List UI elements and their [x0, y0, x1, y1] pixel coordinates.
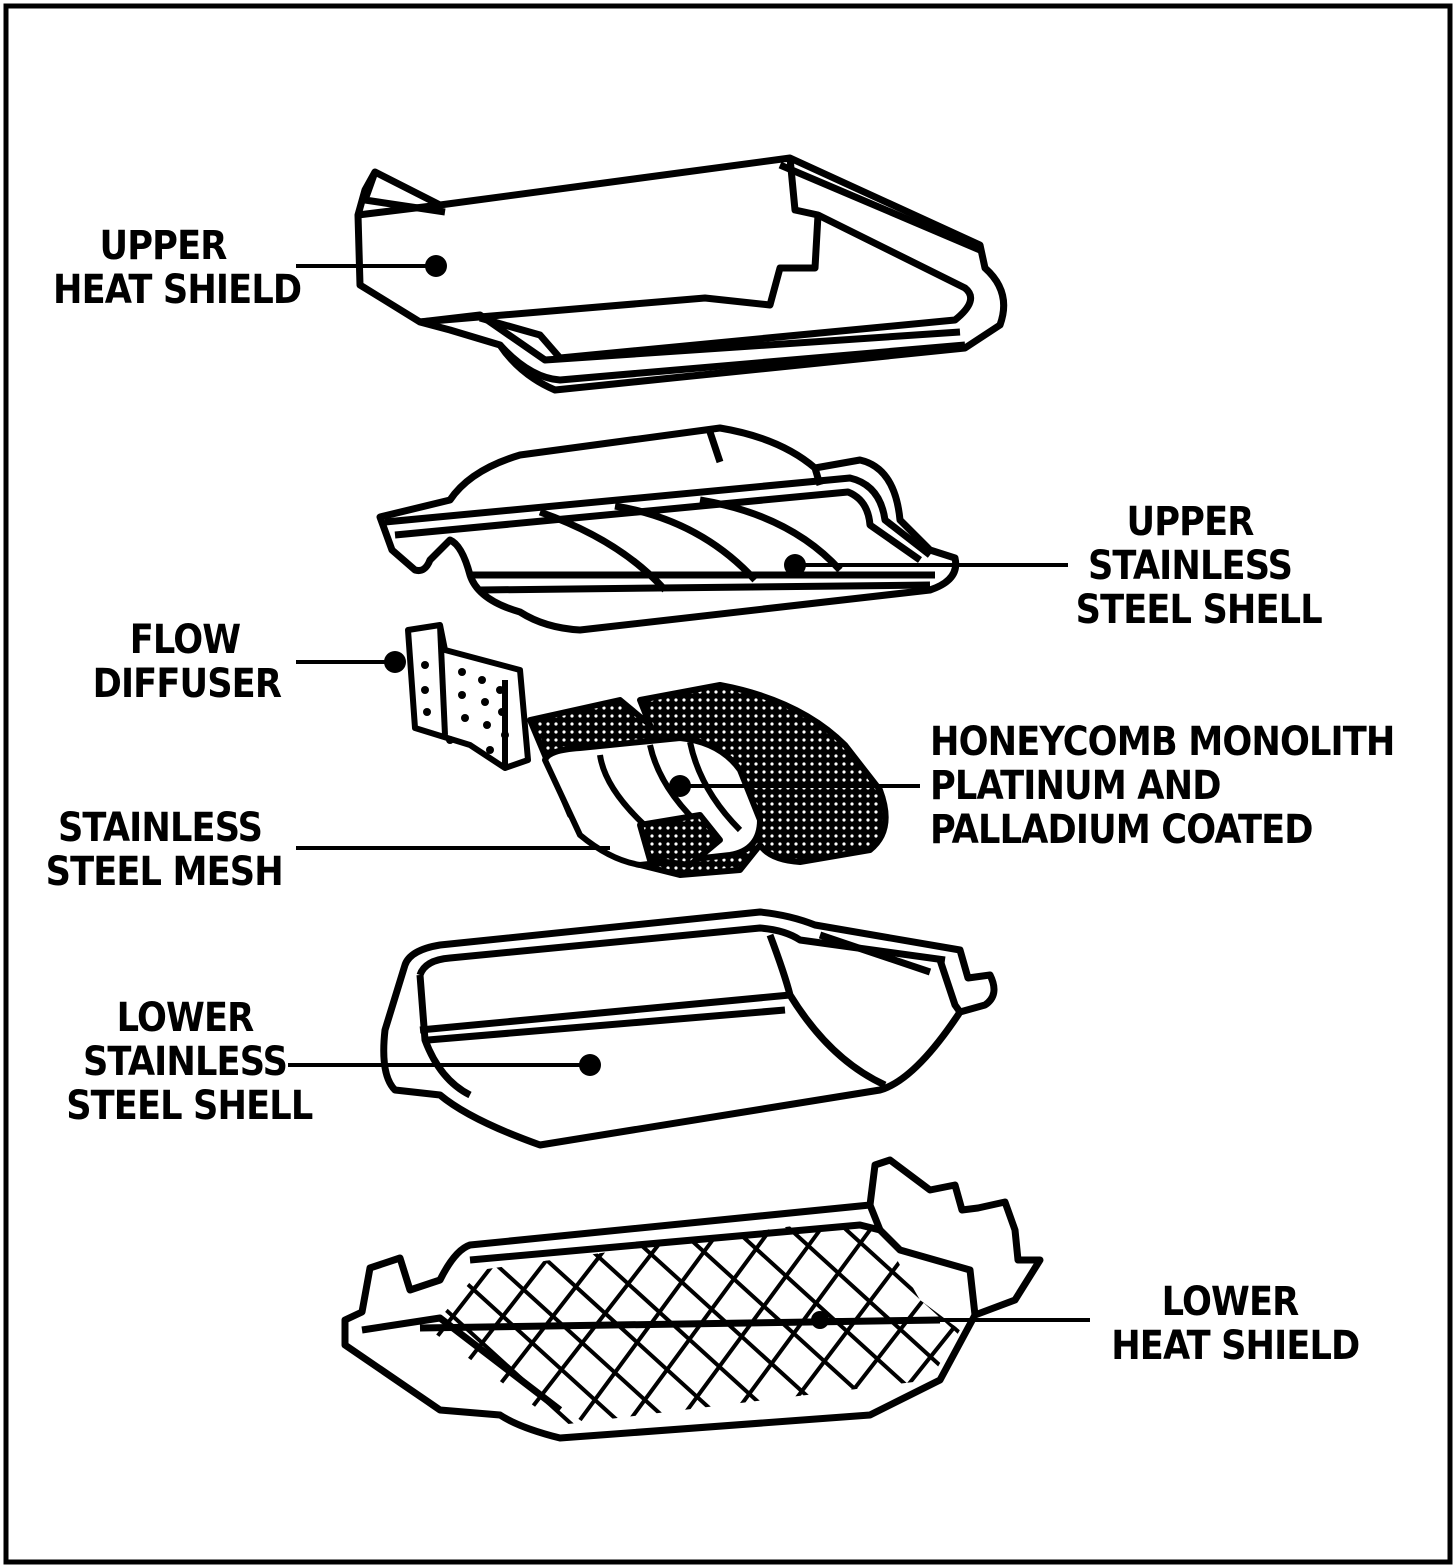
lower-stainless-steel-shell-label: LOWER STAINLESS STEEL SHELL — [66, 995, 313, 1129]
lower-stainless-steel-shell-label-line3: STEEL SHELL — [66, 1083, 313, 1129]
lower-heat-shield-dot — [811, 1311, 829, 1329]
stainless-steel-mesh-label-line1: STAINLESS — [57, 805, 263, 851]
upper-stainless-steel-shell-part — [376, 424, 960, 634]
flow-diffuser-part — [405, 622, 531, 771]
upper-heat-shield-label-line2: HEAT SHIELD — [53, 267, 302, 313]
upper-stainless-steel-shell-label-line1: UPPER — [1126, 499, 1255, 545]
stainless-steel-mesh-label: STAINLESS STEEL MESH — [45, 805, 284, 895]
upper-stainless-steel-shell-label: UPPER STAINLESS STEEL SHELL — [1075, 499, 1323, 633]
lower-stainless-steel-shell-part — [380, 908, 998, 1149]
flow-diffuser-label-line2: DIFFUSER — [92, 661, 282, 707]
upper-stainless-steel-shell-label-line3: STEEL SHELL — [1075, 587, 1323, 633]
upper-stainless-steel-shell-dot — [784, 554, 806, 576]
upper-stainless-steel-shell-label-line2: STAINLESS — [1087, 543, 1293, 589]
upper-heat-shield-dot — [425, 255, 447, 277]
flow-diffuser-label-line1: FLOW — [129, 617, 241, 663]
honeycomb-monolith-label-line1: HONEYCOMB MONOLITH — [930, 719, 1395, 765]
upper-heat-shield-label: UPPER HEAT SHIELD — [53, 223, 302, 313]
upper-heat-shield-label-line1: UPPER — [99, 223, 228, 269]
diagram-border — [3, 3, 1453, 1565]
lower-heat-shield-label: LOWER HEAT SHIELD — [1111, 1279, 1360, 1369]
stainless-steel-mesh-label-line2: STEEL MESH — [45, 849, 284, 895]
upper-heat-shield-part — [354, 154, 1008, 394]
flow-diffuser-label: FLOW DIFFUSER — [92, 617, 282, 707]
honeycomb-monolith-label-line2: PLATINUM AND — [930, 763, 1221, 809]
honeycomb-monolith-label: HONEYCOMB MONOLITH PLATINUM AND PALLADIU… — [930, 719, 1395, 853]
lower-stainless-steel-shell-label-line2: STAINLESS — [82, 1039, 288, 1085]
lower-stainless-steel-shell-dot — [579, 1054, 601, 1076]
lower-heat-shield-label-line2: HEAT SHIELD — [1111, 1323, 1360, 1369]
lower-stainless-steel-shell-label-line1: LOWER — [116, 995, 255, 1041]
honeycomb-monolith-label-line3: PALLADIUM COATED — [930, 807, 1313, 853]
honeycomb-monolith-dot — [669, 775, 691, 797]
flow-diffuser-dot — [384, 651, 406, 673]
lower-heat-shield-label-line1: LOWER — [1161, 1279, 1300, 1325]
honeycomb-monolith-part — [527, 682, 889, 878]
lower-heat-shield-part — [341, 1156, 1044, 1442]
